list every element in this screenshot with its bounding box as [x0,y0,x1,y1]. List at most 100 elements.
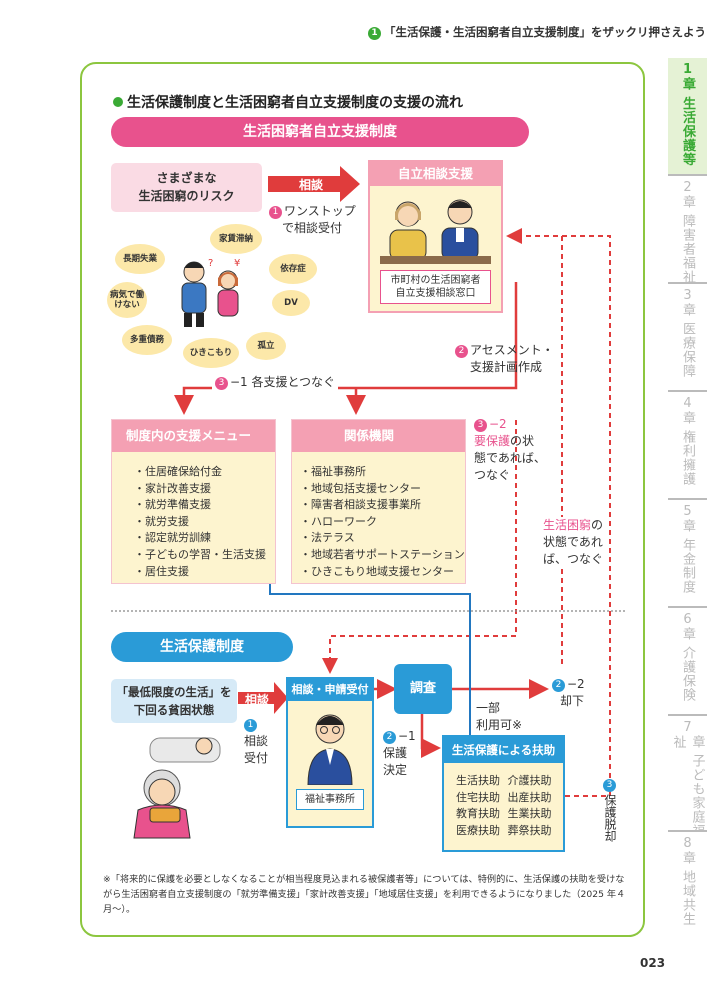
list-item: ・ハローワーク [300,514,377,528]
footnote: ※「将来的に保護を必要としなくなることが相当程度見込まれる被保護者等」については… [103,874,626,915]
list-item: 出産扶助 [507,790,552,804]
diagram-title-text: 生活保護制度と生活困窮者自立支援制度の支援の流れ [127,95,463,111]
poverty-line2: 下回る貧困状態 [133,703,215,717]
counselor-illustration [380,199,491,264]
cloud-koritsu: 孤立 [246,332,286,360]
chapter-label: 章 年金制度 [680,519,695,595]
list-item: 葬祭扶助 [507,823,552,837]
step2-line2: 支援計画作成 [470,360,543,374]
poverty-box: 「最低限度の生活」を 下回る貧困状態 [111,679,237,723]
chapter-number: 6 [683,612,692,627]
chapter-tab-1[interactable]: 1 章 生活保護等 [668,58,707,174]
jiritsu-sub2: 自立支援相談窓口 [395,288,476,299]
chapter-number: 4 [683,396,692,411]
diagram-frame [80,62,645,937]
header-text: 「生活保護・生活困窮者自立支援制度」をザックリ押さえよう! [384,25,707,39]
konkyu-highlight: 生活困窮 [543,518,592,532]
ichibu-text: 一部 利用可※ [476,700,522,734]
step3-2-text: 3−2 要保護の状 態であれば、 つなぐ [474,416,546,484]
chapter-label: 章 権利擁護 [680,411,695,487]
cloud-byoki: 病気で働けない [107,282,147,318]
consult2-arrow [238,682,288,714]
list-item: ・障害者相談支援事業所 [300,498,421,512]
step3-2-number: 3 [474,419,487,432]
diagram-title: 生活保護制度と生活困窮者自立支援制度の支援の流れ [113,92,463,112]
chapter-label: 章 生活保護等 [680,77,695,167]
cloud-dv: DV [272,290,310,316]
list-item: ・地域包括支援センター [300,481,421,495]
b2-2-line2: 却下 [560,694,585,708]
ichibu-line1: 一部 [476,701,501,715]
step1-number: 1 [269,206,282,219]
step2-line1: アセスメント・ [470,343,554,357]
fujo-box: 生活保護による扶助 生活扶助 介護扶助 住宅扶助 出産扶助 教育扶助 生業扶助 … [442,735,565,852]
step3-2-line2: の状 [510,434,535,448]
fukushi-office-box: 福祉事務所 [296,789,364,810]
consult-label: 相談 [298,178,323,192]
step3-2-youhogo: 要保護 [474,434,511,448]
cloud-hikikomori: ひきこもり [183,338,239,368]
step3-2-line1: −2 [489,417,507,431]
list-item: ・子どもの学習・生活支援 [134,547,266,561]
b2-1-number: 2 [383,731,396,744]
kankei-kikan-head: 関係機関 [292,420,465,452]
cloud-saimu: 多重債務 [122,325,172,355]
konkyu-no: の [591,518,604,532]
b3-text: 3 保護脱却 [601,777,670,842]
list-item: 生活扶助 [456,774,500,787]
chapter-tab-5[interactable]: 5 章 年金制度 [668,498,707,606]
chapter-tab-2[interactable]: 2 章 障害者福祉 [668,174,707,284]
chapter-tab-8[interactable]: 8 章 地域共生 [668,830,707,936]
fujo-grid: 生活扶助 介護扶助 住宅扶助 出産扶助 教育扶助 生業扶助 医療扶助 葬祭扶助 [444,763,563,839]
youhogo-arrow [322,420,517,674]
step3-1-text: 3−1 各支援とつなぐ [212,374,339,391]
list-item: 住宅扶助 [456,790,500,804]
chosa-fujo-arrow [420,714,441,758]
step1-line1: ワンストップ [284,204,356,218]
konkyu-text: 生活困窮の 状態であれ ば、つなぐ [543,517,604,568]
caseworker-illustration [307,714,353,785]
chapter-number: 5 [683,504,692,519]
risk-box: さまざまな 生活困窮のリスク [111,163,262,212]
konkyu-line3: ば、つなぐ [543,552,604,566]
list-item: 医療扶助 [456,823,500,837]
support-menu-head: 制度内の支援メニュー [112,420,275,452]
chapter-label: 章 医療保障 [680,303,695,379]
risk-line2: 生活困窮のリスク [138,189,235,203]
b2-1-label: −1 [398,729,416,743]
b1-number: 1 [244,719,257,732]
step3-1-label: −1 各支援とつなぐ [230,375,336,389]
header-number-badge: 1 [368,27,381,40]
cloud-choki: 長期失業 [115,244,165,274]
fujo-head: 生活保護による扶助 [444,737,563,763]
consult2-label: 相談 [244,693,269,707]
list-item: ・認定就労訓練 [134,531,211,545]
chapter-number: 2 [683,180,692,195]
chapter-number: 7 [683,720,692,735]
shinsei-uketsuke-box: 相談・申請受付 福祉事務所 [286,677,374,828]
b2-1-line3: 決定 [383,763,408,777]
svg-text:¥: ¥ [234,258,240,269]
list-item: ・ひきこもり地域支援センター [300,564,454,578]
chapter-tab-4[interactable]: 4 章 権利擁護 [668,390,707,498]
shinsei-uketsuke-head: 相談・申請受付 [288,679,372,701]
poverty-line1: 「最低限度の生活」を [116,685,232,699]
chapter-tab-3[interactable]: 3 章 医療保障 [668,282,707,390]
list-item: ・居住支援 [134,564,189,578]
chosa-box: 調査 [394,664,452,714]
chapter-label: 章 子ども家庭福祉 [670,735,705,839]
list-item: ・地域若者サポートステーション [300,547,465,561]
list-item: ・福祉事務所 [300,465,366,478]
list-item: 生業扶助 [507,807,552,820]
chapter-tab-6[interactable]: 6 章 介護保険 [668,606,707,714]
b2-1-text: 2−1 保護 決定 [383,728,416,779]
chapter-label: 章 地域共生 [680,851,695,927]
jiritsu-sub1: 市町村の生活困窮者 [390,275,481,286]
list-item: 教育扶助 [456,807,500,820]
troubled-people-illustration: ? ¥ [181,258,240,327]
b1-line2: 受付 [244,751,269,765]
chapter-tab-7[interactable]: 7 章 子ども家庭福祉 [668,714,707,838]
page-header: 1「生活保護・生活困窮者自立支援制度」をザックリ押さえよう! [368,24,707,40]
